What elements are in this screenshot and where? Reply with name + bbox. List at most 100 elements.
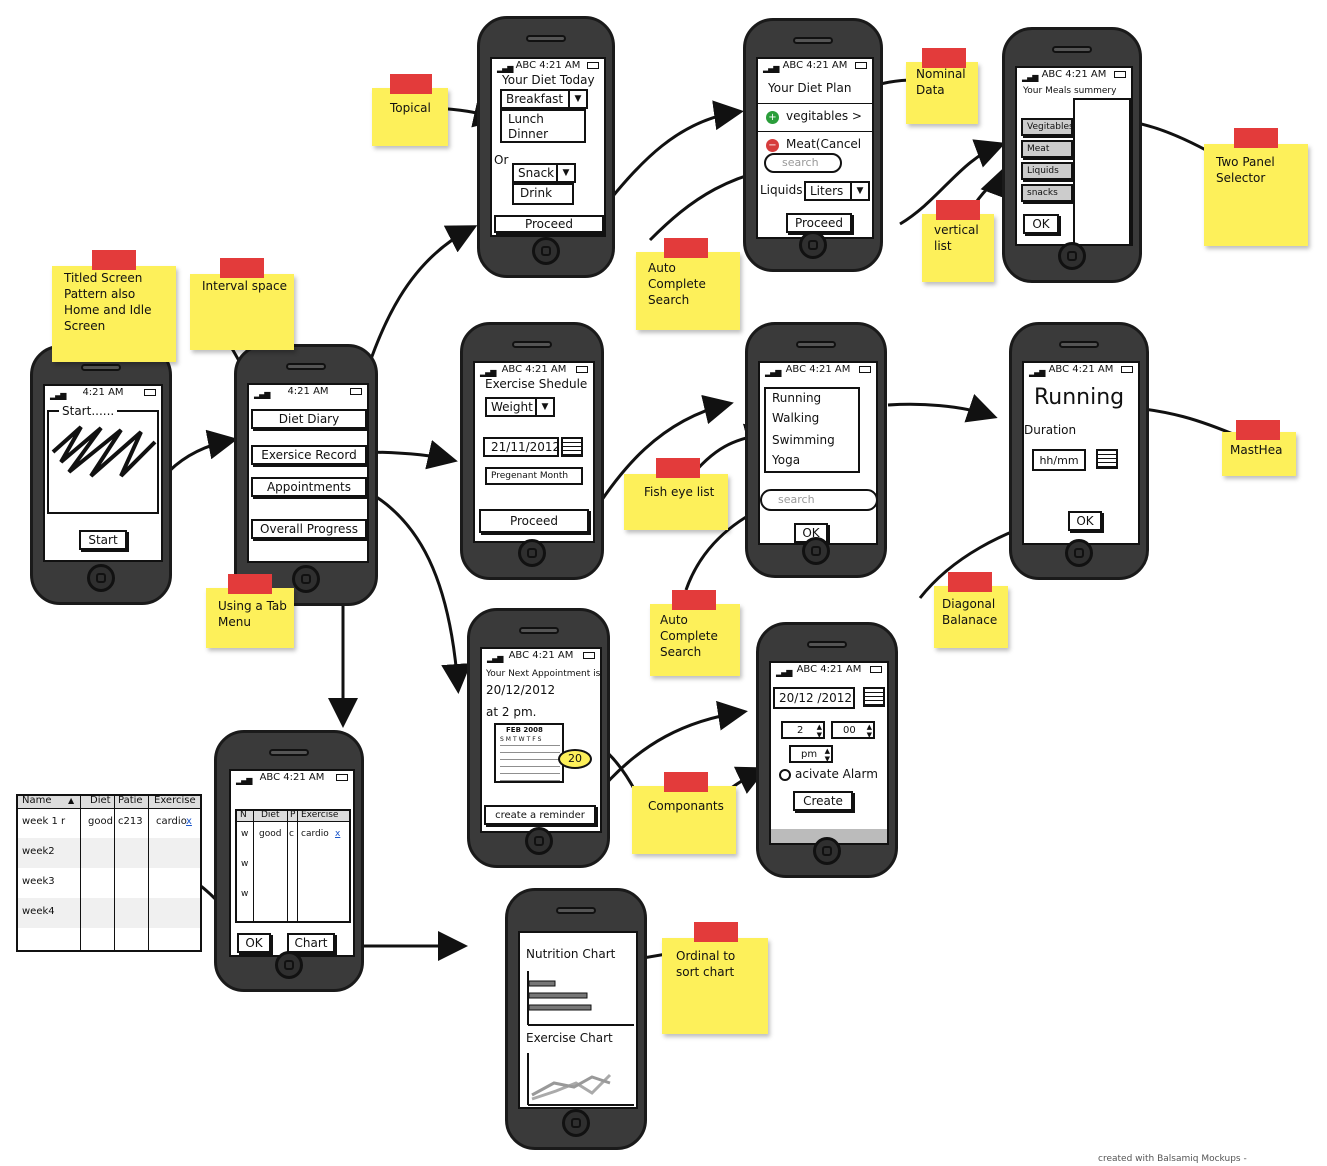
exercise-proceed-button[interactable]: Proceed	[479, 509, 589, 533]
note-auto-complete-1: Auto Complete Search	[636, 252, 740, 330]
phone-appointment: ▂▄▆ABC 4:21 AM Your Next Appointment is.…	[467, 608, 610, 868]
snack-select[interactable]: Snack▼	[512, 163, 576, 183]
diet-plan-proceed-button[interactable]: Proceed	[786, 213, 852, 233]
exercise-item-yoga[interactable]: Yoga	[772, 453, 801, 467]
home-button-icon[interactable]	[1065, 539, 1093, 567]
phone-speaker	[81, 364, 121, 371]
row-remove-link[interactable]: x	[335, 829, 341, 839]
duration-field[interactable]: hh/mm	[1032, 449, 1086, 471]
minute-stepper[interactable]: 00▲▼	[831, 721, 875, 739]
plan-item-vegitables[interactable]: vegitables >	[786, 109, 862, 123]
summary-item-vegitables[interactable]: Vegitables	[1021, 118, 1074, 136]
add-icon: +	[766, 111, 779, 124]
exercise-item-swimming[interactable]: Swimming	[772, 433, 835, 447]
phone-charts: Nutrition Chart Exercise Chart	[505, 888, 647, 1150]
row-name: week3	[22, 876, 55, 887]
exercise-type-select[interactable]: Weight▼	[485, 397, 555, 417]
home-button-icon[interactable]	[813, 837, 841, 865]
exercise-search-input[interactable]: search	[760, 489, 876, 511]
row-name: week4	[22, 906, 55, 917]
reminder-date-field[interactable]: 20/12 /2012	[773, 687, 855, 709]
home-button-icon[interactable]	[532, 237, 560, 265]
pregnant-month-field[interactable]: Pregenant Month	[485, 467, 583, 485]
snack-option-drink[interactable]: Drink	[520, 186, 553, 200]
plan-item-meat[interactable]: Meat(Cancel	[786, 137, 862, 151]
home-button-icon[interactable]	[275, 951, 303, 979]
row-name: w	[241, 889, 249, 899]
home-button-icon[interactable]	[802, 537, 830, 565]
exercise-list: Running Walking Swimming Yoga	[764, 387, 860, 473]
home-button-icon[interactable]	[292, 565, 320, 593]
summary-item-snacks[interactable]: snacks	[1021, 184, 1073, 202]
expanded-progress-table[interactable]: Name ▲ Diet Patie Exercise week 1 r good…	[16, 794, 202, 952]
meal-option-dinner[interactable]: Dinner	[508, 127, 549, 141]
phone-exercise-list: ▂▄▆ABC 4:21 AM Running Walking Swimming …	[745, 322, 887, 578]
calendar-icon[interactable]	[561, 437, 583, 457]
exercise-item-walking[interactable]: Walking	[772, 411, 820, 425]
mini-calendar[interactable]: FEB 2008 SMTWTFS	[494, 723, 564, 783]
status-bar: ▂▄▆ABC 4:21 AM	[475, 363, 593, 377]
liquids-label: Liquids	[760, 183, 803, 197]
ampm-stepper[interactable]: pm▲▼	[789, 745, 833, 763]
menu-diet-diary[interactable]: Diet Diary	[251, 409, 367, 429]
diet-plan-search-input[interactable]: search	[764, 153, 842, 173]
exercise-date-field[interactable]: 21/11/2012	[483, 437, 560, 457]
home-button-icon[interactable]	[87, 564, 115, 592]
menu-appointments[interactable]: Appointments	[251, 477, 367, 497]
note-tape	[1234, 128, 1278, 148]
meals-summary-ok-button[interactable]: OK	[1023, 214, 1059, 234]
reminder-create-button[interactable]: Create	[793, 791, 853, 811]
progress-table[interactable]: N Diet P Exercise w good c cardio x w w	[235, 809, 351, 923]
note-tape	[694, 922, 738, 942]
home-button-icon[interactable]	[518, 539, 546, 567]
diet-today-proceed-button[interactable]: Proceed	[494, 215, 604, 233]
ampm-value: pm	[801, 749, 818, 760]
progress-ok-button[interactable]: OK	[237, 933, 271, 953]
start-button[interactable]: Start	[79, 530, 127, 550]
signal-icon: ▂▄▆	[763, 64, 780, 73]
note-tape	[664, 772, 708, 792]
note-tape	[390, 74, 432, 94]
exercise-item-running[interactable]: Running	[772, 391, 822, 405]
snack-options-list: Drink	[512, 183, 574, 205]
running-ok-button[interactable]: OK	[1068, 511, 1102, 531]
row-name: week2	[22, 846, 55, 857]
dropdown-arrow-icon: ▼	[556, 165, 574, 181]
summary-item-liquids[interactable]: Liquids	[1021, 162, 1073, 180]
hour-stepper[interactable]: 2▲▼	[781, 721, 825, 739]
home-button-icon[interactable]	[524, 827, 553, 855]
note-nominal-data: Nominal Data	[906, 62, 978, 124]
row-remove-link[interactable]: x	[186, 816, 192, 827]
home-button-icon[interactable]	[799, 231, 827, 259]
dropdown-arrow-icon: ▼	[568, 91, 586, 107]
home-button-icon[interactable]	[562, 1109, 590, 1137]
phone-speaker	[518, 627, 559, 634]
create-reminder-button[interactable]: create a reminder	[484, 805, 596, 825]
liquids-select[interactable]: Liters▼	[804, 181, 870, 201]
status-bar: ▂▄▆ABC 4:21 AM	[231, 771, 353, 785]
note-titled-screen: Titled Screen Pattern also Home and Idle…	[52, 266, 176, 362]
battery-icon	[1114, 71, 1126, 78]
row-exercise: cardio	[156, 816, 187, 827]
note-tape	[92, 250, 136, 270]
phone-reminder: ▂▄▆ABC 4:21 AM 20/12 /2012 2▲▼ 00▲▼ pm▲▼…	[756, 622, 898, 878]
summary-right-panel[interactable]	[1073, 98, 1131, 244]
meal-select[interactable]: Breakfast ▼	[500, 89, 588, 109]
summary-item-meat[interactable]: Meat	[1021, 140, 1073, 158]
signal-icon: ▂▄▆	[480, 368, 497, 377]
diet-plan-screen: ▂▄▆ABC 4:21 AM Your Diet Plan + vegitabl…	[756, 57, 874, 239]
home-button-icon[interactable]	[1058, 242, 1086, 270]
meal-select-value: Breakfast	[506, 92, 564, 106]
menu-overall-progress[interactable]: Overall Progress	[251, 519, 367, 539]
running-screen: ▂▄▆ABC 4:21 AM Running Duration hh/mm OK	[1022, 361, 1140, 545]
alarm-radio[interactable]	[779, 769, 791, 781]
calendar-icon[interactable]	[863, 687, 885, 707]
sort-icon[interactable]: ▲	[68, 796, 75, 805]
menu-exersice-record[interactable]: Exersice Record	[251, 445, 367, 465]
calendar-icon[interactable]	[1096, 449, 1118, 469]
meal-option-lunch[interactable]: Lunch	[508, 112, 544, 126]
progress-chart-button[interactable]: Chart	[287, 933, 335, 953]
appointment-date: 20/12/2012	[486, 683, 556, 697]
dropdown-arrow-icon: ▼	[850, 183, 868, 199]
note-tape	[220, 258, 264, 278]
